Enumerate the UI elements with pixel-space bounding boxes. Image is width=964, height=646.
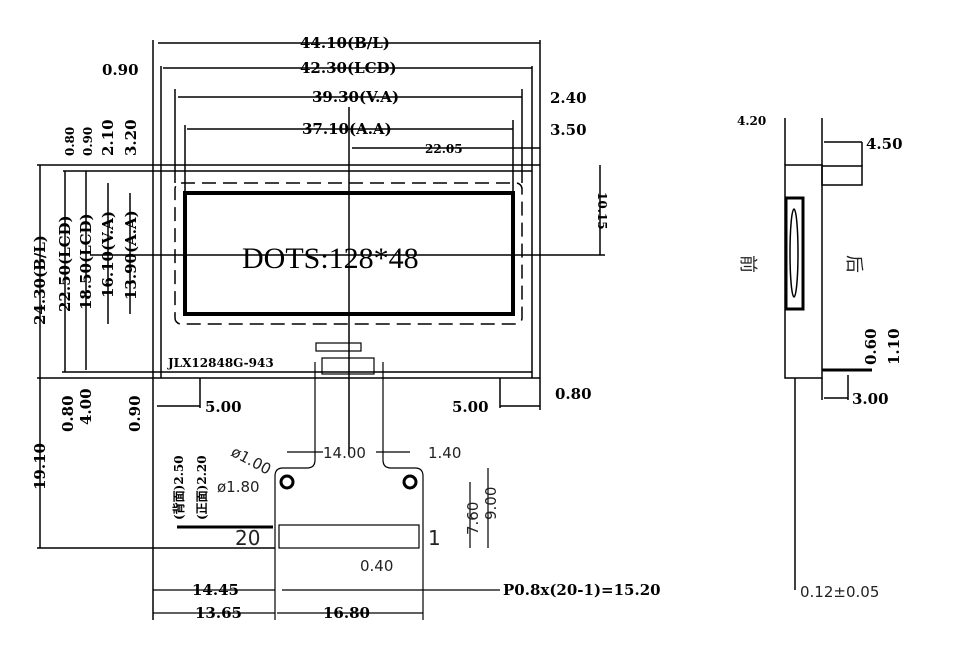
front-label: 前 [737,255,758,273]
top-offset-label: 2.10 [99,119,117,156]
height-lcd-outer-label: 22.50(LCD) [56,215,74,312]
side-connector [821,165,863,186]
width-aa-label: 37.10(A.A) [302,120,392,138]
tail-width-label: 16.80 [323,604,370,622]
total-height-label: 19.10 [31,443,49,490]
bottom-left-offset-label: 0.90 [126,395,144,432]
back-thickness-label: (背面)2.50 [171,455,186,520]
lcd-left-offset-label: 0.90 [102,61,139,79]
fpc-thickness-label: 0.12±0.05 [800,583,879,601]
hole-spacing-label: 14.00 [323,444,366,462]
pin-first-label: 20 [235,526,260,550]
top-offset-label: 0.90 [81,127,95,156]
center-height-label: 10.15 [595,192,609,230]
back-label: 后 [843,255,864,273]
side-lens-curve [789,208,799,298]
pitch-formula-label: P0.8x(20-1)=15.20 [503,581,661,599]
height-aa-label: 13.90(A.A) [122,210,140,300]
width-va-label: 39.30(V.A) [312,88,399,106]
hole-edge-label: 1.40 [428,444,461,462]
dim-060-label: 0.60 [862,328,880,365]
model-label: JLX12848G-943 [167,356,274,370]
fpc-connector [321,357,375,375]
center-offset-label: 22.05 [425,142,463,156]
dots-label: DOTS:128*48 [242,242,419,275]
hole-outer-dia-label: ø1.80 [217,478,260,496]
height-va-label: 16.10(V.A) [99,211,117,298]
fpc-pins [278,524,420,549]
front-view [37,40,605,620]
aa-right-offset-label: 3.50 [550,121,587,139]
bottom-left-offset-label: 0.80 [59,395,77,432]
dim-300-label: 3.00 [852,390,889,408]
top-offset-label: 3.20 [122,119,140,156]
fpc-cable [153,342,500,620]
offset-1365-label: 13.65 [195,604,242,622]
pin-last-label: 1 [428,526,441,550]
bottom-left-5-label: 5.00 [205,398,242,416]
mounting-hole-left [279,474,295,490]
hole-inner-dia-label: ø1.00 [228,443,274,479]
fpc-outline-left [274,362,316,548]
front-thickness-label: (正面)2.20 [195,455,209,520]
height-bl-label: 24.30(B/L) [31,235,49,325]
va-right-offset-label: 2.40 [550,89,587,107]
mounting-hole-right [402,474,418,490]
viewing-area [174,182,523,325]
side-lens [784,196,805,311]
dim-110-label: 1.10 [885,328,903,365]
top-offset-label: 0.80 [63,127,77,156]
fpc-outline-right [382,362,424,548]
bottom-right-offset-label: 0.80 [555,385,592,403]
fpc-chip [315,342,362,352]
width-bl-label: 44.10(B/L) [300,34,390,52]
hole-to-edge-76-label: 7.60 [464,502,482,535]
offset-1445-label: 14.45 [192,581,239,599]
pin-width-label: 0.40 [360,557,393,575]
side-view [784,118,872,590]
connector-label: 4.50 [866,135,903,153]
width-lcd-label: 42.30(LCD) [300,59,397,77]
height-lcd-inner-label: 18.50(LCD) [77,213,95,310]
bottom-right-5-label: 5.00 [452,398,489,416]
bottom-left-offset-label: 4.00 [77,388,95,425]
thickness-label: 4.20 [737,114,766,128]
hole-to-edge-90-label: 9.00 [482,487,500,520]
